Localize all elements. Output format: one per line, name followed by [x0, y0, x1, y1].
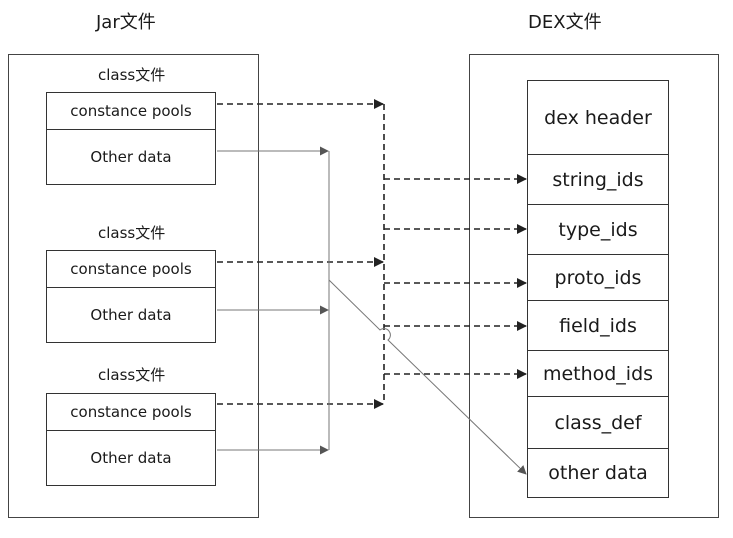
class-file-label: class文件 — [98, 224, 166, 242]
string-ids-section: string_ids — [527, 154, 669, 204]
other-data-section: other data — [527, 448, 669, 498]
class-file-label: class文件 — [98, 366, 166, 384]
dex-header-section: dex header — [527, 80, 669, 154]
class-def-section: class_def — [527, 396, 669, 448]
constance-pools-box: constance pools — [46, 92, 216, 130]
jar-title: Jar文件 — [96, 12, 156, 33]
other-data-box: Other data — [46, 287, 216, 343]
constance-pools-box: constance pools — [46, 250, 216, 288]
proto-ids-section: proto_ids — [527, 254, 669, 300]
other-data-diagonal — [328, 279, 527, 475]
dex-title: DEX文件 — [528, 12, 602, 33]
field-ids-section: field_ids — [527, 300, 669, 350]
constance-pools-box: constance pools — [46, 393, 216, 431]
other-data-box: Other data — [46, 430, 216, 486]
other-data-box: Other data — [46, 129, 216, 185]
class-file-label: class文件 — [98, 66, 166, 84]
method-ids-section: method_ids — [527, 350, 669, 396]
type-ids-section: type_ids — [527, 204, 669, 254]
